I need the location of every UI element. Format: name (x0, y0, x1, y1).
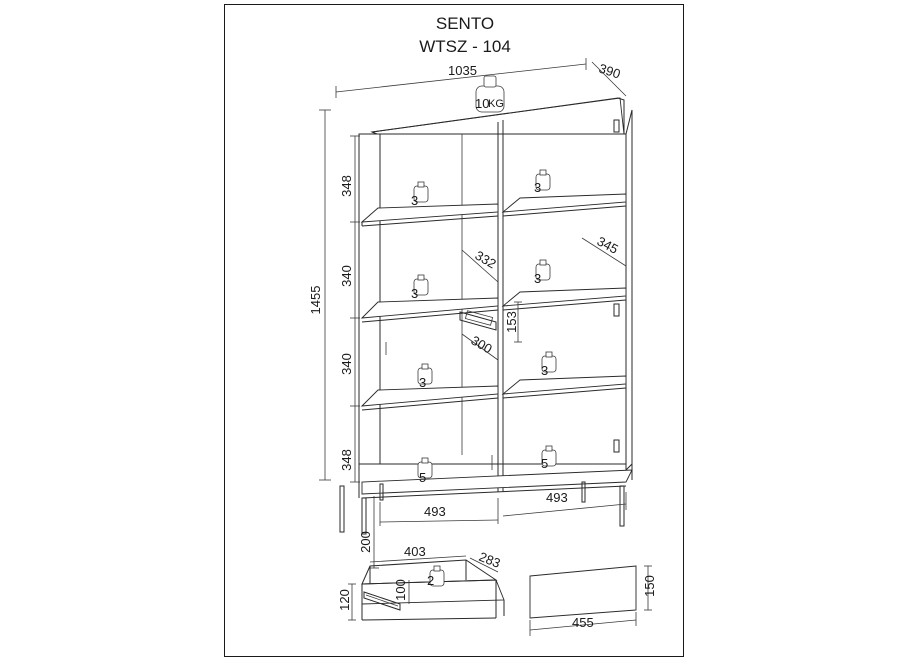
dim-compartment-height: 340 (339, 353, 354, 375)
dim-height: 1455 (308, 286, 323, 315)
dim-front-panel-height: 150 (642, 575, 657, 597)
shelf-load-label: 3 (541, 363, 548, 378)
weight-icon (541, 445, 557, 467)
weight-icon (417, 457, 433, 479)
drawer-load-label: 2 (427, 573, 434, 588)
cabinet-body (339, 97, 633, 535)
top-load-unit: KG (488, 98, 504, 110)
dim-drawer-outer-height: 120 (337, 589, 352, 611)
weight-icon (413, 274, 429, 296)
weight-icon (535, 169, 551, 191)
weight-icon (475, 75, 505, 113)
dim-compartment-width-left: 493 (424, 504, 446, 519)
weight-icons (413, 75, 557, 479)
product-title: SENTO (436, 14, 494, 33)
weight-icon (429, 565, 445, 587)
dim-compartment-height: 348 (339, 449, 354, 471)
dim-compartment-width-right: 493 (546, 490, 568, 505)
dim-front-panel-width: 455 (572, 615, 594, 630)
dim-leg-height: 200 (358, 531, 373, 553)
product-model: WTSZ - 104 (419, 37, 511, 56)
shelf-load-label: 5 (419, 470, 426, 485)
shelf-load-label: 3 (419, 375, 426, 390)
dim-drawer-inner-height: 100 (393, 579, 408, 601)
shelf-load-label: 5 (541, 456, 548, 471)
dim-width: 1035 (448, 63, 477, 78)
dim-compartment-height: 340 (339, 265, 354, 287)
shelf-load-label: 3 (534, 271, 541, 286)
front-panel (529, 565, 652, 636)
shelf-load-label: 3 (411, 193, 418, 208)
weight-icon (541, 351, 557, 373)
dim-compartment-height: 348 (339, 175, 354, 197)
dim-drawer-front-height: 153 (504, 311, 519, 333)
drawer-dimension-lines (348, 555, 499, 621)
dim-drawer-width: 403 (404, 544, 426, 559)
dimension-lines (319, 58, 627, 569)
drawer-box (361, 559, 505, 621)
shelf-load-label: 3 (534, 180, 541, 195)
weight-icon (413, 181, 429, 203)
dim-depth: 390 (597, 61, 622, 82)
shelf-load-label: 3 (411, 286, 418, 301)
top-load-value: 10 (475, 96, 489, 111)
weight-icon (417, 363, 433, 385)
weight-icon (535, 259, 551, 281)
